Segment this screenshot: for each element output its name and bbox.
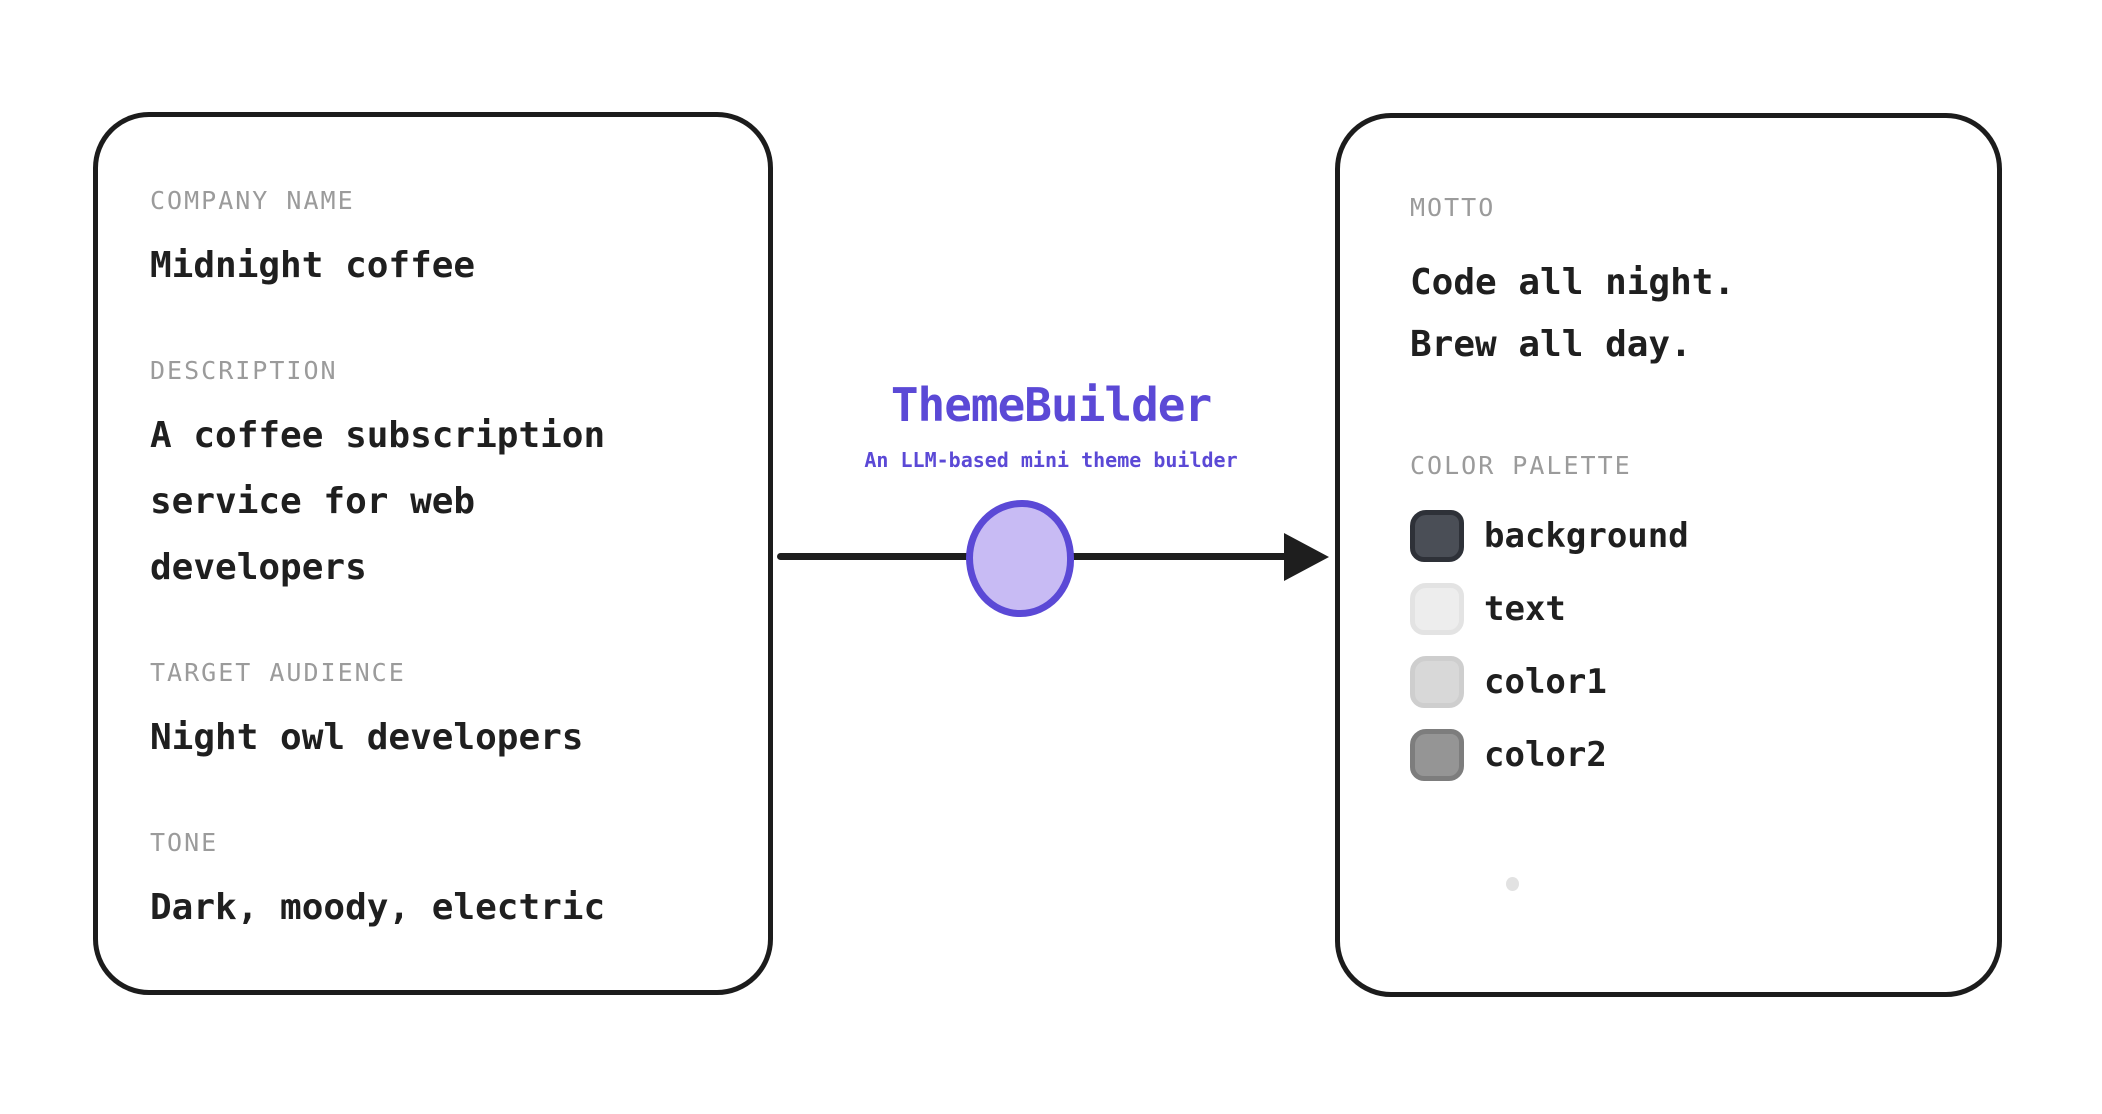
flow-arrow-head-icon <box>1284 533 1329 581</box>
builder-node-circle <box>966 500 1074 617</box>
field-label: TONE <box>150 828 219 857</box>
swatch-label: text <box>1484 589 1566 629</box>
field-value: Dark, moody, electric <box>150 887 606 928</box>
swatch-color1 <box>1410 656 1464 708</box>
field-label: COLOR PALETTE <box>1410 451 1632 480</box>
field-tone: TONE Dark, moody, electric <box>150 823 728 941</box>
swatch-label: color1 <box>1484 662 1607 702</box>
input-card: COMPANY NAME Midnight coffee DESCRIPTION… <box>93 112 773 995</box>
palette-row: color1 <box>1410 656 1957 708</box>
canvas-dot <box>1506 877 1519 891</box>
builder-title: ThemeBuilder <box>890 378 1212 432</box>
field-label: DESCRIPTION <box>150 356 338 385</box>
field-motto: MOTTO Code all night. Brew all day. <box>1410 188 1957 376</box>
swatch-background <box>1410 510 1464 562</box>
field-label: MOTTO <box>1410 193 1496 222</box>
field-target-audience: TARGET AUDIENCE Night owl developers <box>150 653 728 771</box>
swatch-label: color2 <box>1484 735 1607 775</box>
swatch-text <box>1410 583 1464 635</box>
swatch-label: background <box>1484 516 1689 556</box>
field-value: Midnight coffee <box>150 245 476 286</box>
palette-row: background <box>1410 510 1957 562</box>
field-description: DESCRIPTION A coffee subscription servic… <box>150 351 728 601</box>
motto-line: Code all night. <box>1410 262 1736 303</box>
field-label: TARGET AUDIENCE <box>150 658 406 687</box>
field-color-palette: COLOR PALETTE background text color1 col… <box>1410 446 1957 781</box>
builder-subtitle: An LLM-based mini theme builder <box>864 448 1238 472</box>
palette-row: text <box>1410 583 1957 635</box>
swatch-color2 <box>1410 729 1464 781</box>
motto-line: Brew all day. <box>1410 324 1692 365</box>
field-company-name: COMPANY NAME Midnight coffee <box>150 181 728 299</box>
output-card: MOTTO Code all night. Brew all day. COLO… <box>1335 113 2002 997</box>
field-value: A coffee subscription service for web de… <box>150 415 606 588</box>
field-label: COMPANY NAME <box>150 186 355 215</box>
field-value: Night owl developers <box>150 717 584 758</box>
palette-row: color2 <box>1410 729 1957 781</box>
